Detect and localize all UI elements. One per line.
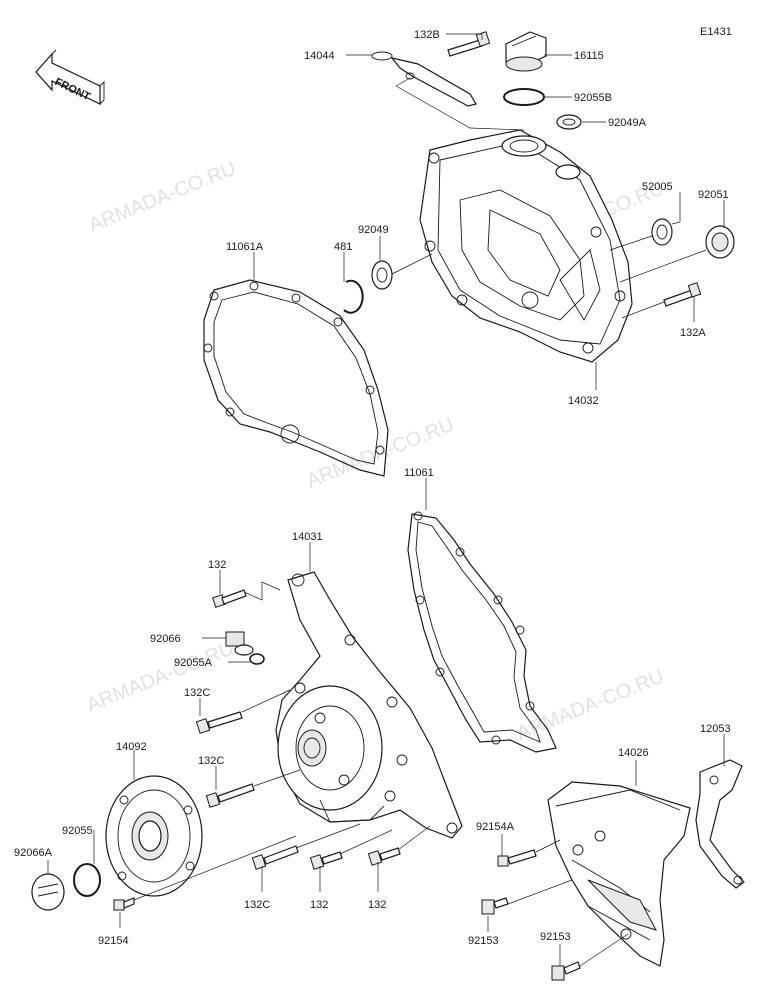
o-ring-92055b	[503, 88, 545, 106]
bolt-132c-lower	[251, 845, 299, 870]
label-132c-middle: 132C	[198, 755, 224, 767]
plate-14092	[105, 775, 203, 897]
bolt-92154	[113, 897, 135, 911]
bolt-132-lower-1	[309, 851, 343, 870]
label-132c-upper: 132C	[184, 687, 210, 699]
label-14031: 14031	[292, 531, 323, 543]
gasket-11061a	[203, 279, 389, 477]
label-132-top: 132	[208, 559, 226, 571]
label-14032: 14032	[568, 395, 599, 407]
label-52005: 52005	[642, 181, 673, 193]
cap-16115	[505, 31, 547, 72]
bolt-132-lower-2	[367, 847, 401, 866]
label-92055b: 92055B	[574, 92, 612, 104]
part-52005	[651, 218, 673, 246]
generator-cover-14031	[275, 571, 463, 839]
leader-lines	[47, 33, 725, 967]
bolt-132b	[447, 31, 491, 57]
label-16115: 16115	[574, 50, 604, 62]
label-92066a: 92066A	[14, 847, 53, 859]
label-92066: 92066	[150, 633, 181, 645]
label-132b: 132B	[414, 29, 440, 41]
label-132-lower-2: 132	[368, 899, 386, 911]
seal-92051	[705, 225, 735, 259]
watermark-3: ARMADA-CO.RU	[304, 414, 458, 493]
part-labels: 132B 14044 16115 92055B 92049A 52005 920…	[14, 29, 731, 947]
label-11061: 11061	[404, 467, 434, 479]
label-132a: 132A	[680, 327, 706, 339]
watermark-1: ARMADA-CO.RU	[86, 158, 240, 237]
bracket-12053	[695, 759, 745, 889]
label-92154: 92154	[98, 935, 129, 947]
label-14044: 14044	[304, 50, 335, 62]
watermark-4: ARMADA-CO.RU	[84, 638, 238, 717]
bolt-92154a	[497, 849, 537, 867]
label-14092: 14092	[116, 741, 147, 753]
bolt-132-top	[212, 589, 247, 608]
label-481: 481	[334, 241, 352, 253]
label-11061a: 11061A	[226, 241, 264, 253]
o-ring-92055a	[249, 653, 265, 665]
bolt-132c-upper	[195, 711, 243, 734]
seal-92049a	[556, 114, 582, 130]
label-92049a: 92049A	[608, 117, 647, 129]
label-12053: 12053	[700, 723, 731, 735]
gasket-11061	[407, 511, 557, 753]
bolt-132a	[663, 282, 702, 307]
label-132-lower-1: 132	[310, 899, 328, 911]
plug-92066a	[31, 873, 65, 911]
label-92055a: 92055A	[174, 657, 213, 669]
plug-92066	[225, 631, 254, 656]
diagram-code: E1431	[700, 26, 732, 38]
label-92051: 92051	[698, 189, 729, 201]
o-ring-92055	[73, 863, 101, 897]
label-132c-lower: 132C	[244, 899, 270, 911]
label-92153-lower: 92153	[540, 931, 571, 943]
sprocket-cover-14026	[547, 781, 691, 967]
label-14026: 14026	[618, 747, 649, 759]
bolt-92153-lower	[551, 961, 581, 981]
circlip-481	[343, 279, 364, 314]
label-92154a: 92154A	[476, 821, 515, 833]
label-92153-upper: 92153	[468, 935, 499, 947]
clutch-cover-14032	[419, 129, 633, 363]
bolt-132c-middle	[205, 783, 255, 808]
clip-14044	[371, 51, 477, 107]
seal-92049	[371, 260, 393, 290]
label-92055: 92055	[62, 825, 93, 837]
front-arrow-icon: FRONT	[35, 49, 105, 105]
label-92049: 92049	[358, 224, 389, 236]
bolt-92153-upper	[481, 897, 509, 915]
